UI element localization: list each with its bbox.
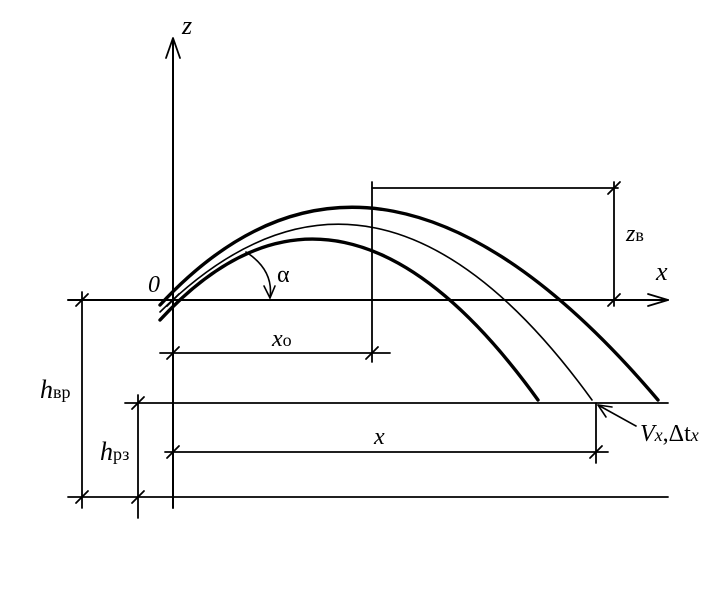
zv-tick-top [607, 181, 621, 195]
origin-tick [166, 293, 180, 307]
hvr-label: hвр [40, 375, 71, 404]
zv-label: zв [625, 221, 644, 247]
vx-dtx-label: Vx,Δtx [640, 421, 699, 447]
x-axis-label: x [655, 257, 668, 286]
hrz-tick-bottom [131, 490, 145, 504]
vx-pointer-line [597, 404, 637, 427]
x-axis-arrowhead [647, 293, 669, 307]
middle-trajectory [159, 223, 593, 401]
origin-label: 0 [148, 272, 160, 298]
hrz-label: hрз [100, 437, 129, 466]
hvr-tick-top [75, 293, 89, 307]
x-distance-label: x [373, 424, 385, 450]
hrz-tick-top [131, 396, 145, 410]
x0-tick-right [365, 346, 379, 360]
upper-trajectory [158, 205, 660, 402]
hvr-tick-bottom [75, 490, 89, 504]
x-tick-left [166, 445, 180, 459]
x0-tick-left [166, 346, 180, 360]
vx-pointer-arrowhead [597, 404, 613, 418]
lower-trajectory [158, 237, 540, 402]
x0-label: xo [271, 326, 292, 352]
x-tick-right [589, 445, 603, 459]
alpha-label: α [277, 262, 290, 288]
alpha-arc-arrowhead [263, 285, 276, 299]
alpha-arc [245, 251, 272, 299]
z-axis-label: z [181, 11, 192, 40]
z-axis-arrowhead [165, 37, 181, 59]
zv-tick-bottom [607, 293, 621, 307]
